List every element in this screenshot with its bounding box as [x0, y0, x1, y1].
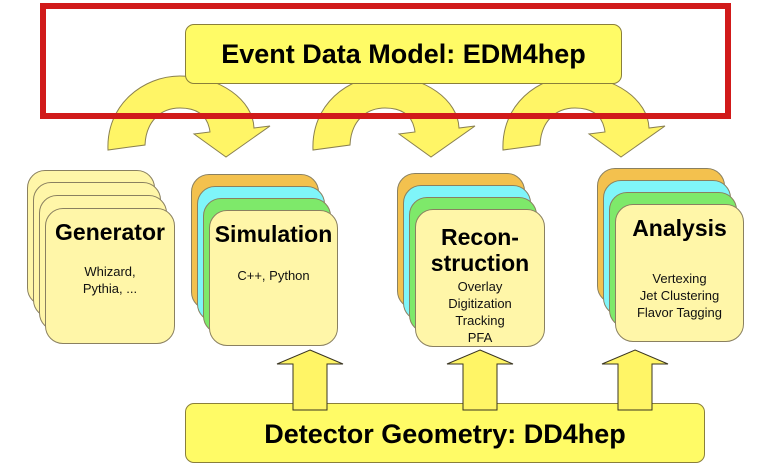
reconstruction-item: PFA: [467, 330, 493, 345]
reconstruction-title-line: struction: [430, 250, 530, 276]
simulation-card: Simulation C++, Python: [209, 210, 338, 346]
reconstruction-title-line: Recon-: [441, 224, 519, 250]
simulation-title: Simulation: [214, 221, 333, 247]
curved-arrow-icon: [502, 75, 666, 158]
generator-item: Whizard,: [84, 264, 136, 279]
analysis-item: Vertexing: [652, 271, 707, 286]
analysis-card: Analysis Vertexing Jet Clustering Flavor…: [615, 204, 744, 342]
highlight-frame: [40, 3, 731, 119]
generator-item: Pythia, ...: [82, 281, 138, 296]
analysis-title: Analysis: [632, 215, 727, 241]
reconstruction-item: Tracking: [455, 313, 505, 328]
up-arrow-icon: [276, 349, 344, 411]
curved-arrow-icon: [107, 75, 271, 158]
generator-card: Generator Whizard, Pythia, ...: [45, 208, 175, 344]
generator-title: Generator: [55, 219, 165, 245]
event-data-model-label: Event Data Model: EDM4hep: [221, 38, 586, 69]
reconstruction-card: Recon- struction Overlay Digitization Tr…: [415, 209, 545, 347]
analysis-item: Flavor Tagging: [636, 305, 723, 320]
reconstruction-item: Overlay: [457, 279, 503, 294]
simulation-item: C++, Python: [237, 268, 310, 283]
analysis-item: Jet Clustering: [639, 288, 720, 303]
event-data-model-banner: Event Data Model: EDM4hep: [185, 24, 622, 84]
up-arrow-icon: [601, 349, 669, 411]
curved-arrow-icon: [312, 75, 476, 158]
detector-geometry-banner: Detector Geometry: DD4hep: [185, 403, 705, 463]
detector-geometry-label: Detector Geometry: DD4hep: [264, 418, 626, 449]
reconstruction-item: Digitization: [448, 296, 512, 311]
up-arrow-icon: [446, 349, 514, 411]
